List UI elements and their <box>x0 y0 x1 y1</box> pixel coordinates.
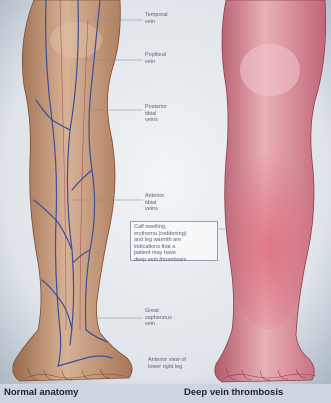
label-anterior-tibial-veins: Anteriortibialveins <box>145 193 164 213</box>
label-popliteal-vein: Poplitealvein <box>145 52 166 65</box>
label-temporal-vein: Temporalvein <box>145 12 168 25</box>
label-great-saphenous-vein: Greatsaphenousvein <box>145 308 172 328</box>
caption-deep-vein-thrombosis: Deep vein thrombosis <box>184 387 283 398</box>
label-view-note: Anterior view oflower right leg <box>148 357 186 370</box>
label-posterior-tibial-veins: Posteriortibialveins <box>145 104 167 124</box>
caption-normal-anatomy: Normal anatomy <box>4 387 78 398</box>
callout-box: Calf swelling, erythema (reddening) and … <box>130 221 218 261</box>
